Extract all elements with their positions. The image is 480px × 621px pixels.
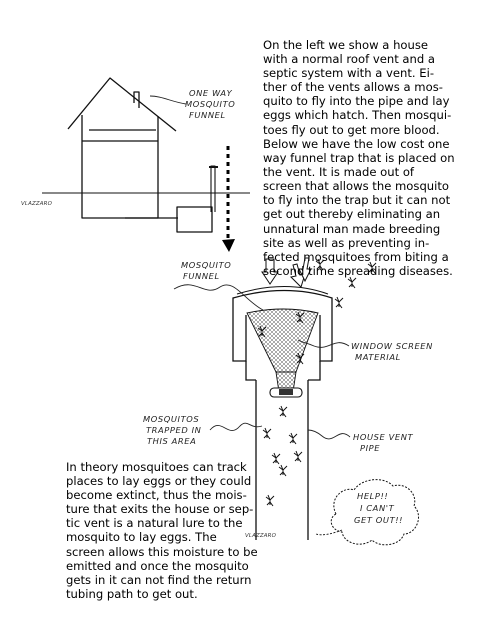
house-foundation — [81, 191, 159, 219]
one-way-funnel-line-1: ONE WAY — [189, 88, 233, 98]
septic-vent-pipe — [210, 165, 216, 212]
help-bubble-line-2: I CAN'T — [360, 503, 395, 513]
house-vent-pipe-line-2: PIPE — [360, 443, 380, 453]
trapped-area-leader — [209, 422, 263, 432]
window-screen-line-2: MATERIAL — [355, 352, 401, 362]
funnel-ring-shade — [279, 389, 293, 395]
one-way-funnel-line-3: FUNNEL — [189, 110, 226, 120]
mosquito-icon — [271, 452, 281, 465]
mosquito-icon — [265, 494, 275, 507]
house-description-text: On the left we show a house with a norma… — [263, 38, 452, 137]
septic-tank — [176, 206, 213, 233]
funnel-screen — [246, 308, 319, 373]
dotted-arrow-head — [222, 239, 235, 252]
mosquito-icon — [278, 405, 288, 418]
mosquito-icon — [347, 276, 357, 289]
mosquito-icon — [367, 261, 377, 274]
mosquito-funnel-label: MOSQUITO FUNNEL — [181, 260, 235, 281]
house-roof — [67, 77, 177, 132]
trapped-area-line-3: THIS AREA — [147, 436, 196, 446]
trap-sleeve-left — [232, 303, 247, 362]
house-signature: VLAZZARO — [21, 201, 53, 207]
mosquito-icon — [278, 464, 288, 477]
mosquito-icon — [262, 427, 272, 440]
help-bubble-line-1: HELP!! — [357, 491, 388, 501]
mosquito-icon — [295, 311, 305, 324]
window-screen-label: WINDOW SCREEN MATERIAL — [351, 341, 436, 362]
mosquito-icon — [293, 450, 303, 463]
theory-description-text: In theory mosquitoes can track places to… — [66, 460, 258, 601]
trap-cap — [232, 289, 333, 303]
trapped-area-label: MOSQUITOS TRAPPED IN THIS AREA — [143, 414, 205, 446]
airflow-arrow-2 — [289, 263, 306, 288]
mosquito-icon — [288, 432, 298, 445]
help-bubble-text: HELP!! I CAN'T GET OUT!! — [354, 491, 403, 525]
house-vent-pipe-leader — [307, 429, 351, 440]
trap-description-text: Below we have the low cost one way funne… — [263, 137, 455, 278]
mosquito-funnel-leader — [173, 284, 264, 311]
airflow-arrow-3 — [298, 257, 312, 283]
help-bubble — [330, 479, 419, 546]
trap-cap-top — [236, 286, 329, 295]
house-vent-pipe-label: HOUSE VENT PIPE — [353, 432, 416, 453]
help-bubble-tail — [315, 529, 343, 536]
trap-signature: VLAZZARO — [245, 533, 277, 539]
house-drawing — [42, 77, 250, 233]
house-vent-pipe-line-1: HOUSE VENT — [353, 432, 414, 442]
mosquito-group — [257, 258, 377, 507]
house-walls — [81, 115, 159, 191]
one-way-funnel-leader — [149, 95, 187, 105]
mosquito-icon — [315, 258, 325, 271]
trap-sleeve-right — [319, 303, 333, 362]
vent-pipe-right-inner — [308, 361, 321, 381]
mosquito-funnel-line-2: FUNNEL — [183, 271, 220, 281]
vent-trap-drawing — [232, 286, 333, 540]
one-way-funnel-label: ONE WAY MOSQUITO FUNNEL — [185, 88, 239, 120]
vent-pipe-left-inner — [245, 361, 256, 381]
mosquito-icon — [334, 296, 344, 309]
mosquito-icon — [295, 352, 305, 365]
window-screen-line-1: WINDOW SCREEN — [351, 341, 433, 351]
mosquito-funnel-line-1: MOSQUITO — [181, 260, 231, 270]
one-way-funnel-line-2: MOSQUITO — [185, 99, 235, 109]
help-bubble-line-3: GET OUT!! — [354, 515, 403, 525]
airflow-arrow-1 — [261, 258, 279, 285]
house-chimney-vent — [133, 91, 140, 108]
window-screen-leader — [297, 339, 350, 348]
airflow-arrows — [261, 257, 312, 288]
trapped-area-line-2: TRAPPED IN — [146, 425, 201, 435]
trapped-area-line-1: MOSQUITOS — [143, 414, 199, 424]
mosquito-icon — [257, 325, 267, 338]
